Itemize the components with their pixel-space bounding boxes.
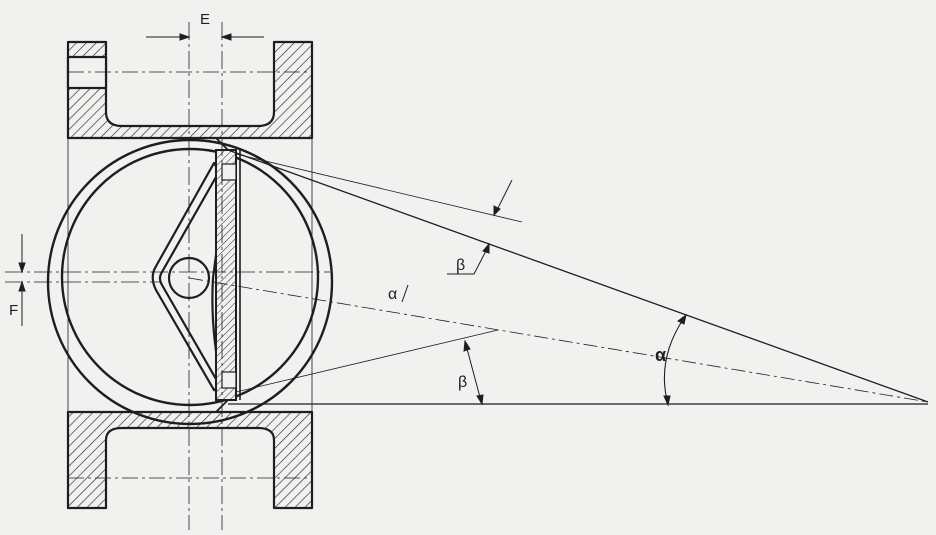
angle-line-lower-tangent: [235, 329, 499, 393]
angle-beta-upper-label: β: [456, 257, 465, 274]
top-flange-bolt-slot: [66, 55, 108, 90]
beta-upper-arrowhead: [482, 242, 490, 254]
angle-lines: [227, 149, 929, 405]
dimension-f: [18, 234, 26, 326]
alpha-arc-arrowhead-bottom: [663, 395, 671, 407]
angle-line-top-tangent: [235, 153, 523, 223]
angle-line-upper: [227, 149, 929, 403]
alpha-arc-arrowhead-top: [677, 313, 687, 325]
dimension-e-arrowhead-left: [179, 33, 191, 41]
dimension-f-label: F: [9, 302, 18, 319]
disc-lower-retainer: [221, 371, 237, 389]
dimension-f-arrowhead-bottom: [18, 280, 26, 292]
upper-leader-arrowhead: [493, 205, 501, 217]
beta-lower-arrow: [465, 344, 482, 402]
body-inner-circle: [60, 147, 320, 407]
angle-alpha-large-label: α: [655, 345, 666, 365]
beta-lower-arrowhead-top: [463, 339, 471, 352]
dimension-e-label: E: [200, 11, 210, 28]
disc-upper-retainer: [221, 163, 237, 181]
angle-annotations: [401, 179, 687, 407]
dimension-e-arrowhead-right: [220, 33, 232, 41]
center-lines: [5, 22, 929, 530]
dimension-f-arrowhead-top: [18, 262, 26, 274]
alpha-small-tick: [401, 284, 409, 303]
upper-leader-arrow: [495, 179, 513, 213]
beta-upper-leader: [447, 246, 489, 275]
disc-seat-hatched: [215, 149, 237, 401]
beta-lower-arrowhead-bottom: [476, 394, 484, 406]
top-flange: [66, 40, 314, 151]
alpha-angle-arc: [663, 317, 685, 405]
top-flange-body: [66, 40, 314, 140]
dimension-e: [146, 33, 264, 41]
angle-beta-lower-label: β: [458, 374, 467, 391]
angle-alpha-small-label: α: [388, 286, 397, 303]
bottom-flange-body: [66, 410, 314, 510]
